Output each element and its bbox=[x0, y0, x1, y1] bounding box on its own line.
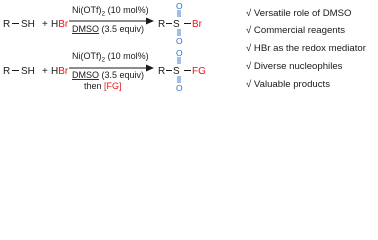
r1-catalyst: Ni(OTf)2 (10 mol%) bbox=[72, 5, 149, 18]
r1-plus: + bbox=[42, 19, 48, 30]
r1-oxidant-dmso: DMSO bbox=[72, 24, 99, 34]
r2-then-label: then bbox=[84, 81, 104, 91]
reaction-1: R SH + HBr Ni(OTf)2 (10 mol%) DMSO (3.5 … bbox=[3, 1, 203, 46]
r1-hbr-h: H bbox=[51, 19, 58, 30]
r2-product-r: R bbox=[158, 66, 165, 77]
r1-hbr-br: Br bbox=[58, 19, 69, 30]
r1-catalyst-name: Ni(OTf) bbox=[72, 5, 102, 15]
r1-oxidant-equiv: (3.5 equiv) bbox=[99, 24, 144, 34]
r1-catalyst-sub: 2 bbox=[102, 11, 106, 18]
r2-catalyst-sub: 2 bbox=[102, 57, 106, 64]
r2-plus: + bbox=[42, 66, 48, 77]
r2-hbr: HBr bbox=[51, 66, 69, 77]
r2-product-o-top: O bbox=[176, 48, 183, 58]
r2-oxidant: DMSO (3.5 equiv) bbox=[72, 70, 144, 80]
r1-product-s: S bbox=[173, 19, 180, 30]
feature-item: √ Diverse nucleophiles bbox=[246, 61, 343, 72]
r2-fg-reagent: [FG] bbox=[104, 81, 122, 91]
r2-hbr-h: H bbox=[51, 66, 58, 77]
feature-item: √ Versatile role of DMSO bbox=[246, 8, 352, 19]
r2-catalyst: Ni(OTf)2 (10 mol%) bbox=[72, 51, 149, 64]
r2-catalyst-name: Ni(OTf) bbox=[72, 51, 102, 61]
r2-arrow-head bbox=[146, 64, 154, 72]
feature-item: √ Commercial reagents bbox=[246, 25, 345, 36]
reaction-2: R SH + HBr Ni(OTf)2 (10 mol%) DMSO (3.5 … bbox=[3, 48, 206, 93]
r1-hbr: HBr bbox=[51, 19, 69, 30]
r2-hbr-br: Br bbox=[58, 66, 69, 77]
r2-product-o-bottom: O bbox=[176, 83, 183, 93]
r1-thiol-group: SH bbox=[21, 19, 35, 30]
r2-product-s: S bbox=[173, 66, 180, 77]
r1-oxidant: DMSO (3.5 equiv) bbox=[72, 24, 144, 34]
feature-list: √ Versatile role of DMSO √ Commercial re… bbox=[246, 8, 367, 90]
r1-product-r: R bbox=[158, 19, 165, 30]
r1-arrow-head bbox=[146, 17, 154, 25]
r2-product-fg: FG bbox=[192, 66, 206, 77]
r2-thiol-group: SH bbox=[21, 66, 35, 77]
r1-product-o-bottom: O bbox=[176, 36, 183, 46]
r1-catalyst-loading: (10 mol%) bbox=[105, 5, 149, 15]
r2-oxidant-dmso: DMSO bbox=[72, 70, 99, 80]
r1-product-br: Br bbox=[192, 19, 203, 30]
feature-item: √ HBr as the redox mediator bbox=[246, 43, 367, 54]
r1-substrate-r: R bbox=[3, 19, 10, 30]
r2-substrate-r: R bbox=[3, 66, 10, 77]
r2-then-step: then [FG] bbox=[84, 81, 122, 91]
r2-catalyst-loading: (10 mol%) bbox=[105, 51, 149, 61]
r1-product-o-top: O bbox=[176, 1, 183, 11]
reaction-scheme: R SH + HBr Ni(OTf)2 (10 mol%) DMSO (3.5 … bbox=[3, 1, 367, 93]
r2-oxidant-equiv: (3.5 equiv) bbox=[99, 70, 144, 80]
feature-item: √ Valuable products bbox=[246, 79, 330, 90]
